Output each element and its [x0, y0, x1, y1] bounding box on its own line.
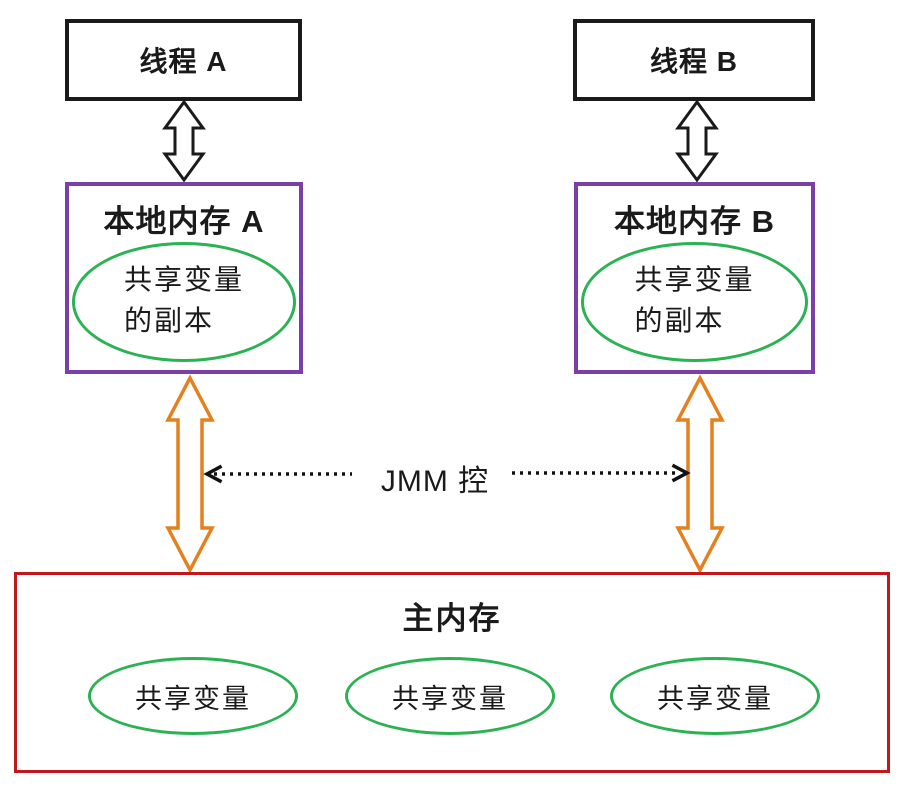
local-b-ellipse-line2: 的副本 — [634, 306, 725, 337]
thread-b-label: 线程 B — [649, 46, 738, 77]
local-memory-a-shared-var-ellipse: 共享变量 的副本 — [72, 242, 296, 362]
main-memory-shared-var-ellipse-1: 共享变量 — [88, 657, 298, 735]
thread-b-box: 线程 B — [573, 19, 815, 101]
main-ellipse-3-label: 共享变量 — [657, 683, 773, 714]
local-memory-b-shared-var-ellipse: 共享变量 的副本 — [581, 242, 808, 362]
local-a-ellipse-line1: 共享变量 — [123, 265, 244, 297]
local-memory-a-box: 本地内存 A 共享变量 的副本 — [65, 182, 303, 374]
local-b-ellipse-line1: 共享变量 — [634, 265, 755, 297]
main-memory-shared-var-ellipse-2: 共享变量 — [345, 657, 555, 735]
main-memory-box: 主内存 共享变量 共享变量 共享变量 — [14, 572, 890, 773]
jmm-dotted-arrow-left-icon — [203, 464, 352, 484]
local-memory-b-box: 本地内存 B 共享变量 的副本 — [574, 182, 815, 374]
local-memory-a-title: 本地内存 A — [103, 204, 265, 239]
main-memory-title: 主内存 — [402, 601, 502, 636]
thread-b-local-b-arrow-icon — [675, 99, 719, 183]
local-a-main-memory-arrow-icon — [165, 374, 215, 574]
jmm-control-label: JMM 控 — [380, 465, 490, 498]
local-a-ellipse-line2: 的副本 — [123, 306, 214, 337]
thread-a-box: 线程 A — [65, 19, 302, 101]
jmm-dotted-arrow-right-icon — [512, 463, 691, 483]
main-ellipse-1-label: 共享变量 — [135, 683, 251, 714]
main-memory-shared-var-ellipse-3: 共享变量 — [610, 657, 820, 735]
thread-a-label: 线程 A — [139, 46, 228, 77]
thread-a-local-a-arrow-icon — [162, 99, 206, 183]
local-memory-b-title: 本地内存 B — [614, 204, 775, 239]
main-ellipse-2-label: 共享变量 — [392, 683, 508, 714]
local-b-main-memory-arrow-icon — [675, 374, 725, 574]
